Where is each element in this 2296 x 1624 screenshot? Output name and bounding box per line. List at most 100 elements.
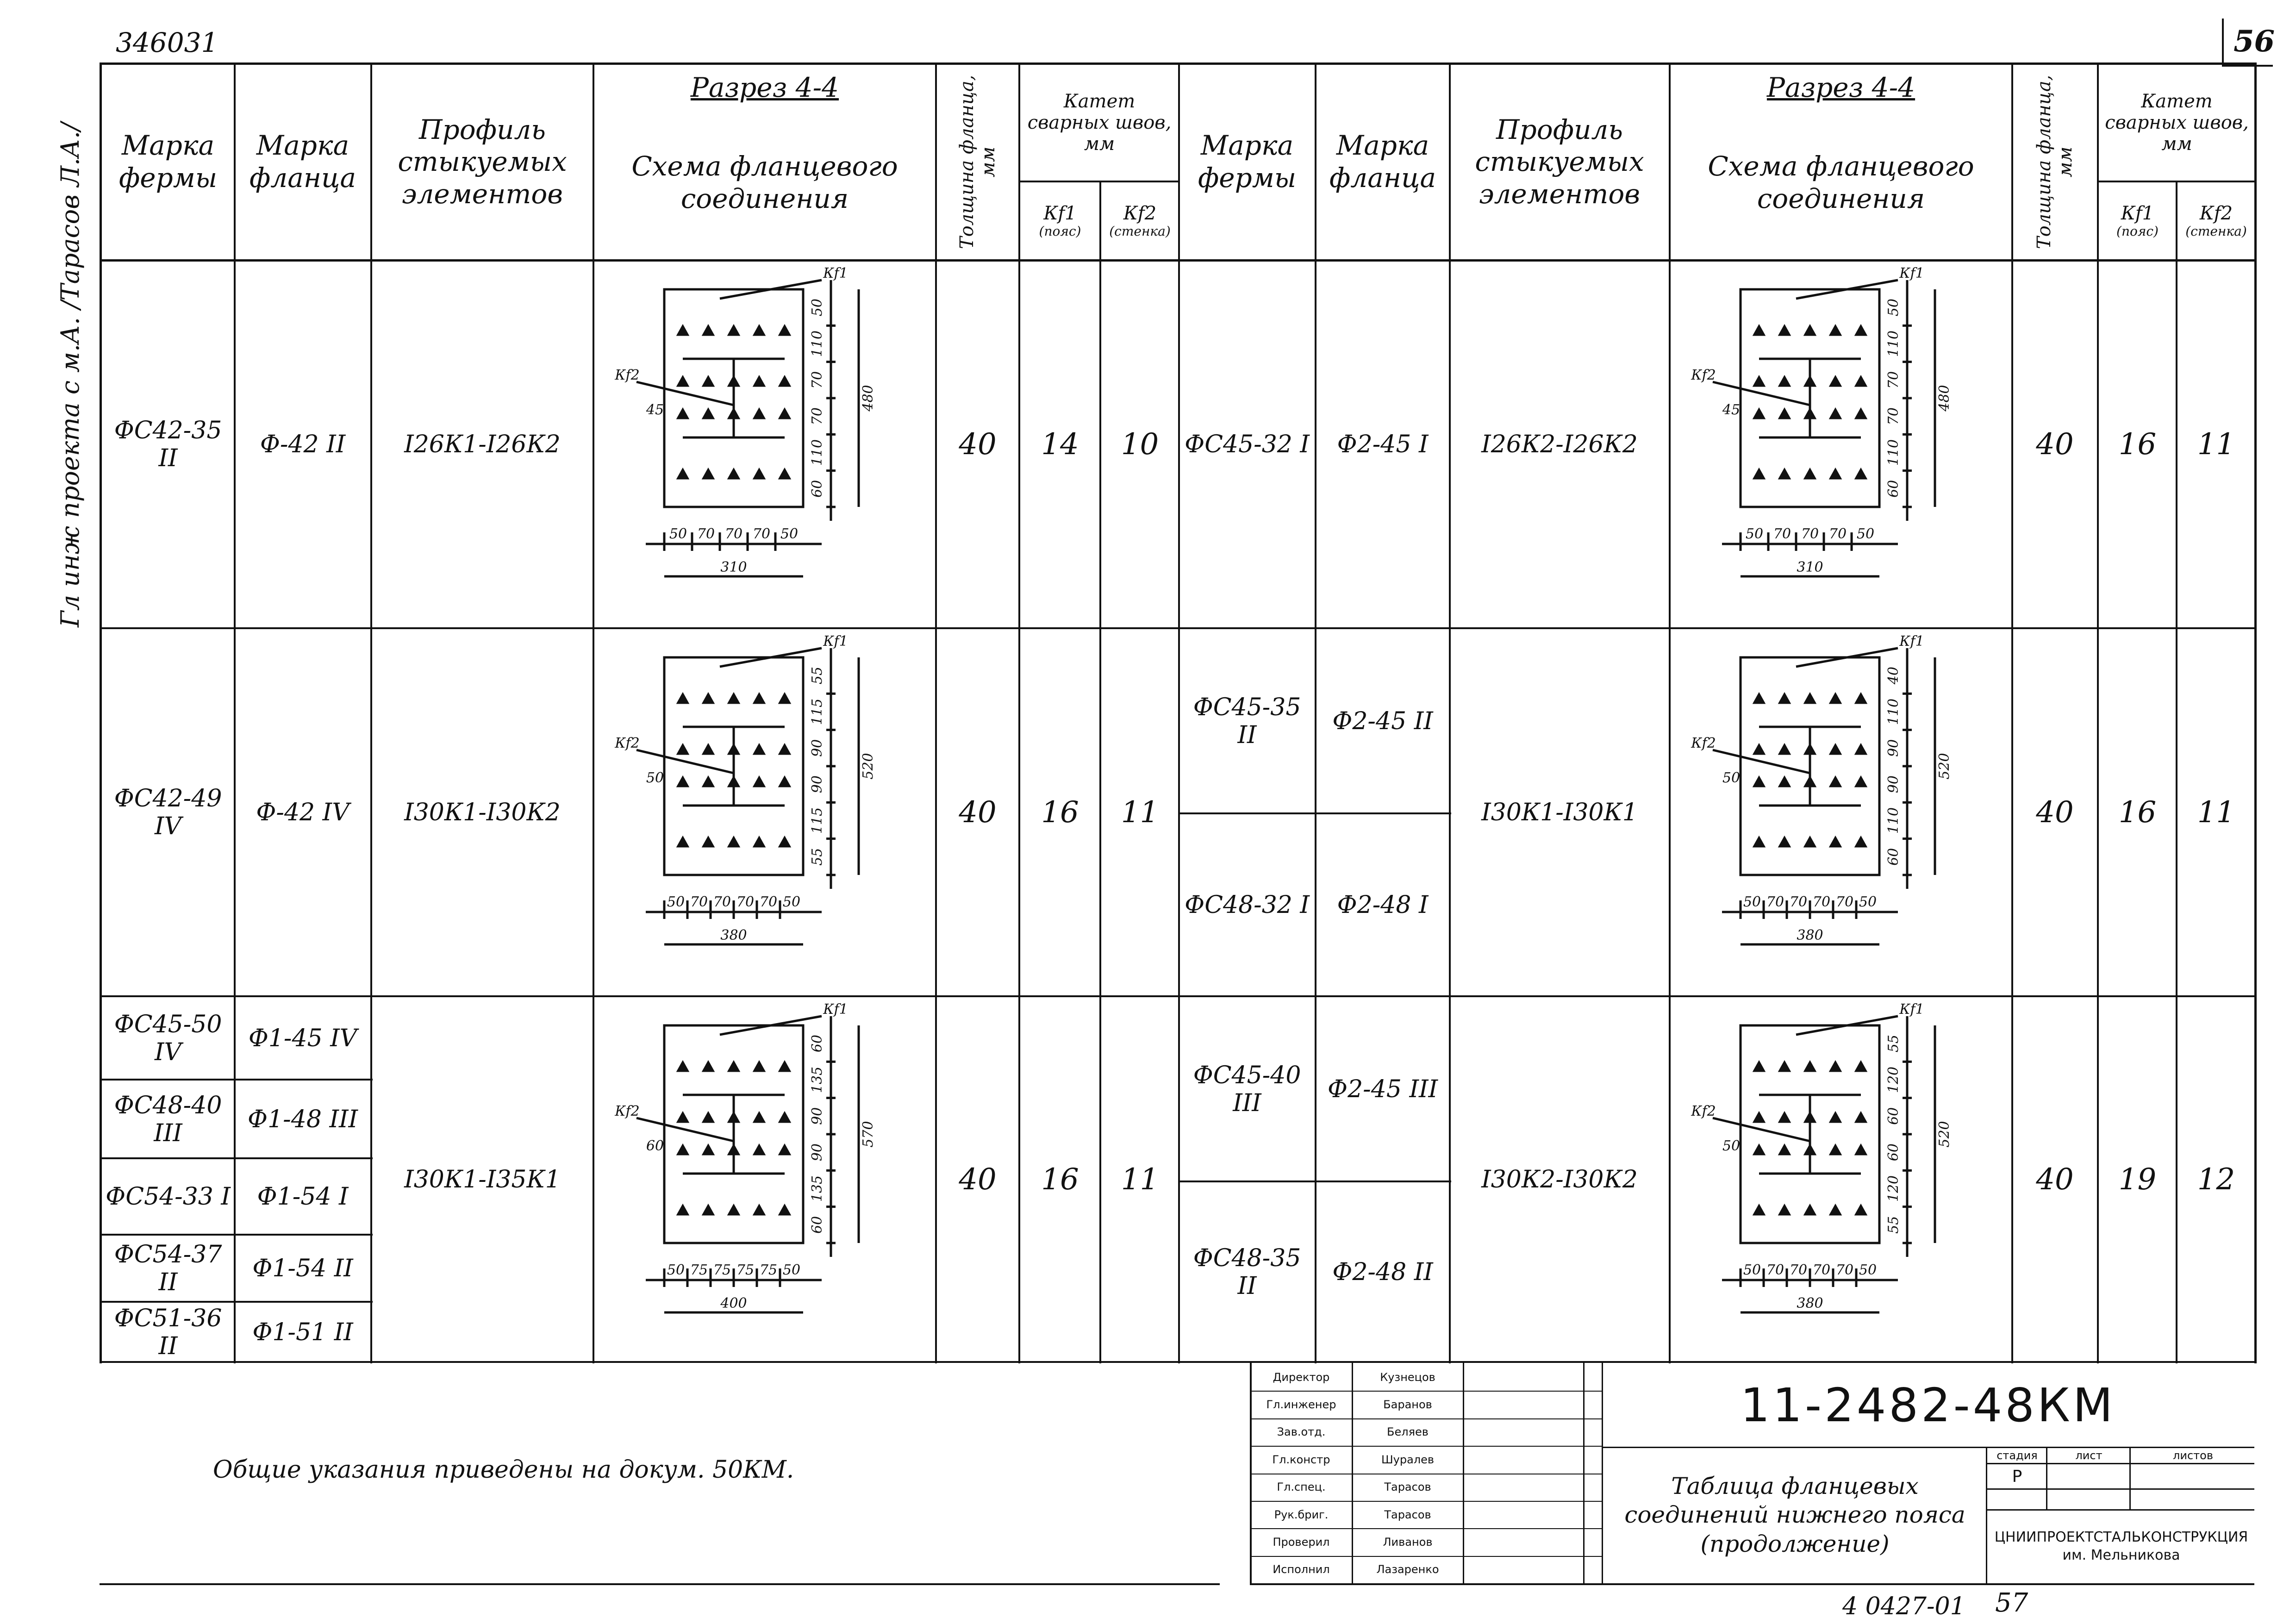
header-mark-truss-right: Марка фермы (1198, 130, 1297, 194)
doc-code: 11-2482-48КМ (1740, 1378, 2116, 1432)
header-section-title-right: Разрез 4-4 (1766, 72, 1915, 104)
header-section-title: Разрез 4-4 (690, 72, 839, 104)
header-k2-label-right: Кf2 (2199, 203, 2233, 225)
right-dim-label: 60 (809, 1035, 825, 1052)
bolt-mark (778, 692, 792, 704)
stamp-name: Баранов (1383, 1398, 1432, 1412)
height-dim-label: 520 (1936, 1121, 1953, 1147)
header-k1-note: (пояс) (1039, 224, 1081, 239)
width-dim-label: 380 (720, 927, 747, 943)
organization: ЦНИИПРОЕКТСТАЛЬКОНСТРУКЦИЯ им. Мельников… (1994, 1529, 2248, 1563)
kf2-label: Кf2 (614, 367, 639, 383)
bolt-mark (1803, 1060, 1817, 1072)
leader-kf1 (719, 1015, 822, 1036)
height-dim-label: 570 (860, 1121, 876, 1147)
bolt-mark (752, 692, 766, 704)
right-row3-truss-2: ФС48-35 II (1193, 1244, 1301, 1300)
right-dim-label: 110 (809, 331, 825, 357)
bolt-mark (1803, 775, 1817, 787)
right-dim-label: 50 (809, 299, 825, 316)
stamp-role: Зав.отд. (1277, 1425, 1326, 1439)
leader-kf1 (1796, 647, 1898, 668)
right-dim-label: 135 (809, 1067, 825, 1093)
stamp-role: Гл.констр (1272, 1453, 1330, 1466)
bolt-mark (1803, 1203, 1817, 1216)
leader-kf2 (636, 381, 734, 406)
bolt-mark (676, 1111, 690, 1123)
leader-kf2 (1712, 381, 1810, 406)
bolt-mark (727, 1111, 741, 1123)
mid-dim-label: 45 (646, 402, 664, 418)
right-dim-label: 90 (809, 739, 825, 757)
bolt-mark (1854, 1111, 1868, 1123)
mid-dim-label: 45 (1722, 402, 1740, 418)
bolt-mark (1803, 1111, 1817, 1123)
bolt-mark (1828, 692, 1842, 704)
stamp-name: Тарасов (1384, 1508, 1431, 1521)
bolt-mark (752, 1143, 766, 1156)
bolt-mark (1828, 775, 1842, 787)
header-weld-leg-right: Катет сварных швов, мм (2105, 91, 2249, 155)
bolt-mark (701, 324, 715, 336)
page-number: 56 (2234, 24, 2275, 59)
bolt-mark (1803, 324, 1817, 336)
bolt-mark (1752, 375, 1766, 387)
right-row3-k2: 12 (2197, 1162, 2235, 1197)
bottom-dim-label: 70 (713, 894, 731, 910)
leader-kf1 (1796, 1015, 1898, 1036)
bottom-dim-label: 70 (1766, 1262, 1784, 1278)
left-row3-flange-4: Ф1-54 II (252, 1255, 353, 1282)
bottom-dim-label: 50 (1857, 526, 1874, 542)
left-row1-thickness: 40 (959, 427, 997, 462)
width-dim-label: 380 (1797, 927, 1823, 943)
bolt-mark (778, 1203, 792, 1216)
stamp-role: Исполнил (1273, 1563, 1330, 1576)
right-dim-label: 70 (1885, 371, 1902, 389)
bolt-mark (1778, 743, 1791, 755)
height-dim-label: 520 (1936, 753, 1953, 779)
document-code-top: 346031 (116, 27, 218, 58)
bottom-code: 4 0427-01 (1842, 1593, 1965, 1620)
bolt-mark (676, 467, 690, 480)
left-row1-k2: 10 (1121, 427, 1159, 462)
bottom-dim-label: 70 (1773, 526, 1791, 542)
left-row2-flange: Ф-42 IV (256, 799, 349, 826)
bolt-mark (727, 1060, 741, 1072)
right-dim-label: 110 (809, 439, 825, 466)
right-dim-label: 110 (1885, 331, 1902, 357)
header-mark-truss: Марка фермы (119, 130, 218, 194)
bolt-mark (1752, 775, 1766, 787)
header-k1-right: Кf1 (пояс) (2099, 183, 2176, 259)
right-row2-truss-1: ФС45-35 II (1193, 693, 1301, 749)
width-dim-label: 380 (1797, 1295, 1823, 1312)
bolt-mark (701, 692, 715, 704)
right-dim-label: 115 (809, 699, 825, 725)
kf1-label: Кf1 (823, 1001, 848, 1018)
bolt-mark (1803, 1143, 1817, 1156)
bolt-mark (752, 835, 766, 848)
left-row3-truss-3: ФС54-33 I (106, 1183, 231, 1211)
right-row3-flange-2: Ф2-48 II (1332, 1258, 1433, 1286)
right-dim-label: 60 (809, 480, 825, 498)
header-profile-right: Профиль стыкуемых элементов (1475, 113, 1644, 210)
bottom-dim-label: 70 (760, 894, 777, 910)
kf2-label: Кf2 (614, 1103, 639, 1119)
right-dim-label: 60 (1885, 848, 1902, 866)
width-dim-label: 310 (1797, 559, 1823, 575)
bolt-mark (1803, 743, 1817, 755)
bolt-mark (1752, 1060, 1766, 1072)
stamp-name: Ливанов (1383, 1535, 1433, 1549)
right-dim-label: 115 (809, 807, 825, 834)
left-row3-truss-5: ФС51-36 II (114, 1304, 222, 1360)
right-dim-label: 110 (1885, 699, 1902, 725)
right-row2-flange-2: Ф2-48 I (1337, 891, 1429, 919)
bolt-mark (778, 835, 792, 848)
bolt-mark (1778, 467, 1791, 480)
bottom-dim-label: 70 (725, 526, 742, 542)
left-row3-flange-1: Ф1-45 IV (248, 1024, 357, 1052)
bolt-mark (1828, 375, 1842, 387)
bolt-mark (701, 1143, 715, 1156)
bottom-dim-label: 70 (1836, 894, 1853, 910)
right-dim-label: 110 (1885, 439, 1902, 466)
